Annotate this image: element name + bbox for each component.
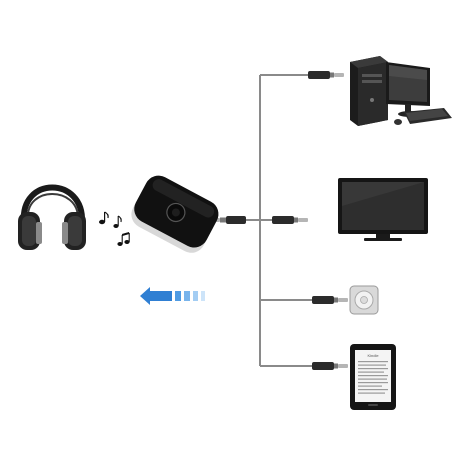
audio-plug-ipod (312, 296, 348, 304)
ereader: Kindle (350, 344, 396, 410)
audio-plug-tv (272, 216, 308, 224)
music-note-icon (99, 211, 130, 246)
bluetooth-transmitter (131, 175, 219, 253)
ereader-text-lines (358, 361, 388, 394)
headphones (18, 184, 86, 250)
pc-mouse (394, 119, 402, 125)
headphones-left-cup (18, 212, 42, 250)
desktop-computer (350, 56, 452, 126)
signal-arrow-icon (140, 287, 205, 305)
audio-plug-computer (308, 71, 344, 79)
cable-tree (246, 74, 312, 367)
audio-plug-ereader (312, 362, 348, 370)
tv-screen (342, 182, 424, 230)
headphones-right-cup (62, 212, 86, 250)
tv-stand (364, 238, 402, 241)
headphones-band (20, 184, 86, 225)
tv (338, 178, 428, 241)
ereader-screen-title: Kindle (367, 353, 379, 358)
ipod-shuffle (349, 285, 379, 315)
